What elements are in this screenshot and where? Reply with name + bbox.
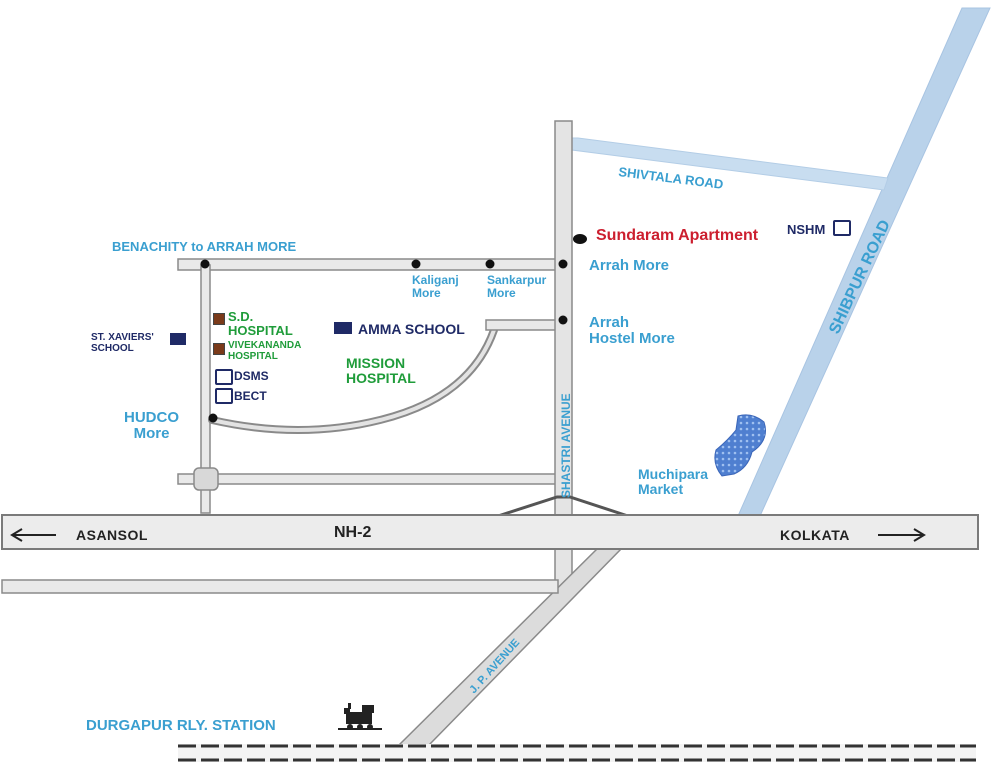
college-icon	[215, 369, 233, 385]
dsms-label: DSMS	[234, 369, 269, 383]
hospital-icon	[213, 343, 225, 355]
sundaram-label[interactable]: Sundaram Apartment	[596, 227, 759, 244]
durgapur-station-label: DURGAPUR RLY. STATION	[86, 717, 276, 734]
kolkata-label: KOLKATA	[780, 527, 850, 543]
dot-hudco	[208, 413, 218, 423]
hostel-connector-road	[485, 319, 559, 331]
arrah-hostel-label: Arrah Hostel More	[589, 314, 675, 347]
shivtala-road-label: SHIVTALA ROAD	[618, 164, 724, 192]
arrow-right-icon	[878, 528, 926, 542]
dot-benachity-west	[200, 259, 210, 269]
mission-hospital-label: MISSION HOSPITAL	[346, 355, 416, 386]
college-icon	[215, 388, 233, 404]
junction	[193, 467, 219, 491]
jp-avenue-label: J. P. AVENUE	[467, 637, 522, 696]
railway	[178, 744, 976, 762]
dot-arrah-more	[558, 259, 568, 269]
kaliganj-label: Kaliganj More	[412, 273, 459, 300]
hudco-label: HUDCO More	[124, 409, 179, 442]
sankarpur-label: Sankarpur More	[487, 273, 547, 300]
junction-dots	[200, 259, 568, 423]
sundaram-marker[interactable]	[573, 234, 587, 244]
junction-wedge	[497, 495, 629, 518]
muchipara-label: Muchipara Market	[638, 466, 709, 497]
nshm-label: NSHM	[787, 222, 826, 237]
arrah-more-label: Arrah More	[589, 257, 670, 274]
service-road	[1, 579, 559, 594]
sd-hospital-label: S.D. HOSPITAL	[228, 309, 293, 338]
school-icon	[170, 333, 186, 345]
benachity-road	[177, 258, 559, 271]
arrow-left-icon	[10, 528, 56, 542]
bect-label: BECT	[234, 389, 267, 403]
amma-school-label: AMMA SCHOOL	[358, 321, 465, 337]
nh2-label: NH-2	[334, 524, 372, 541]
dot-arrah-hostel	[558, 315, 568, 325]
hospital-icon	[213, 313, 225, 325]
pond-icon	[714, 414, 766, 477]
dot-sankarpur	[485, 259, 495, 269]
college-icon	[833, 220, 851, 236]
dot-kaliganj	[411, 259, 421, 269]
train-icon	[338, 703, 382, 730]
vivekananda-label: VIVEKANANDA HOSPITAL	[228, 340, 302, 362]
asansol-label: ASANSOL	[76, 527, 148, 543]
benachity-road-label: BENACHITY to ARRAH MORE	[112, 239, 297, 254]
lower-connector-road	[177, 473, 559, 485]
shastri-avenue-label: SHASTRI AVENUE	[559, 393, 573, 498]
school-icon	[334, 322, 352, 334]
st-xaviers-label: ST. XAVIERS' SCHOOL	[91, 332, 154, 354]
nh2-highway	[1, 514, 979, 550]
